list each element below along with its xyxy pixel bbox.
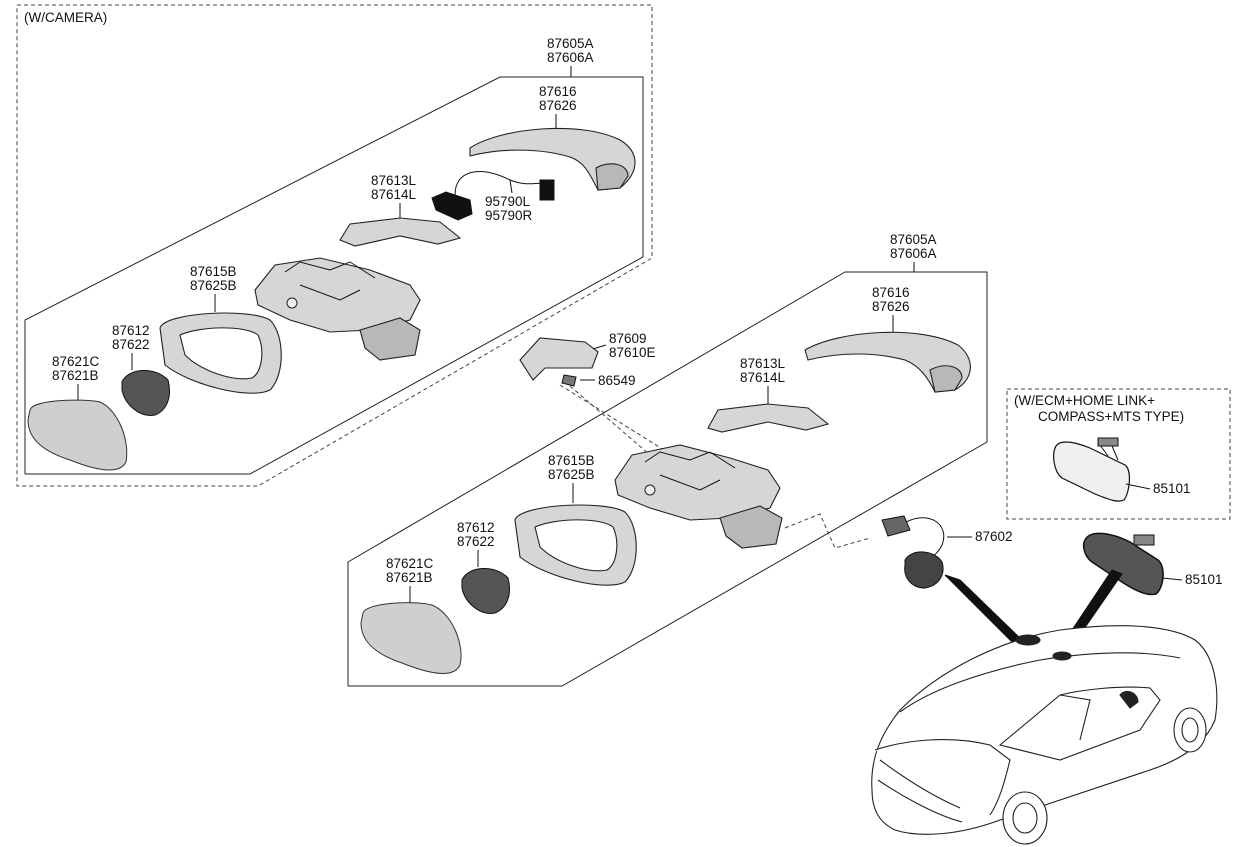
label-std-cover-b: 87626: [872, 299, 910, 314]
inside-mirror: [1082, 532, 1164, 596]
label-std-glass-a: 87621C: [386, 556, 434, 571]
ecm-group-dashed-frame: [1006, 388, 1231, 520]
camera-group-label: (W/CAMERA): [24, 10, 107, 25]
label-repeater-a: 87613L: [371, 173, 417, 188]
std-mirror-bezel: [514, 504, 637, 586]
label-glass-a: 87621C: [52, 354, 100, 369]
label-inside-mirror: 85101: [1185, 572, 1223, 587]
mirror-actuator: [121, 370, 170, 416]
label-camera-b: 95790R: [485, 208, 533, 223]
label-ecm-mirror: 85101: [1153, 481, 1191, 496]
side-repeater: [339, 217, 462, 247]
label-glass-b: 87621B: [52, 368, 99, 383]
std-mirror-glass: [360, 602, 462, 674]
camera-assembly-frame: [24, 76, 644, 475]
mirror-glass: [27, 399, 128, 471]
vehicle-illustration: [871, 625, 1218, 845]
harness-grommet: [904, 551, 944, 589]
ecm-inside-mirror: [1053, 441, 1130, 502]
camera-unit: [431, 191, 473, 221]
mirror-cap: [519, 337, 599, 381]
label-std-bezel-b: 87625B: [548, 467, 595, 482]
label-std-glass-b: 87621B: [386, 570, 433, 585]
label-bezel-b: 87625B: [190, 278, 237, 293]
label-std-cover-a: 87616: [872, 285, 910, 300]
label-std-repeater-a: 87613L: [740, 356, 786, 371]
label-cap-a: 87609: [609, 331, 647, 346]
harness-connector: [881, 515, 911, 537]
label-std-bezel-a: 87615B: [548, 453, 595, 468]
standard-assembly-frame: [347, 271, 988, 687]
ecm-group-label-1: (W/ECM+HOME LINK+: [1014, 393, 1155, 408]
camera-group-dashed-frame: [16, 4, 653, 487]
label-actuator-a: 87612: [112, 323, 150, 338]
label-std-repeater-b: 87614L: [740, 370, 786, 385]
std-mirror-actuator: [461, 568, 510, 614]
label-camera-a: 95790L: [485, 194, 531, 209]
mirror-bezel: [159, 312, 282, 394]
label-std-actuator-a: 87612: [457, 520, 495, 535]
label-housing-b: 87606A: [547, 50, 594, 65]
label-std-housing-b: 87606A: [890, 246, 937, 261]
mirror-housing: [254, 257, 421, 333]
label-actuator-b: 87622: [112, 337, 150, 352]
label-std-housing-a: 87605A: [890, 232, 937, 247]
label-bezel-a: 87615B: [190, 264, 237, 279]
ecm-group-label-2: COMPASS+MTS TYPE): [1038, 409, 1184, 424]
label-screw: 86549: [598, 373, 636, 388]
std-side-repeater: [707, 403, 830, 433]
label-cover-a: 87616: [539, 84, 577, 99]
label-std-actuator-b: 87622: [457, 534, 495, 549]
label-cover-b: 87626: [539, 98, 577, 113]
std-mirror-housing: [614, 444, 781, 521]
label-harness: 87602: [975, 529, 1013, 544]
label-housing-a: 87605A: [547, 36, 594, 51]
label-cap-b: 87610E: [609, 345, 656, 360]
label-repeater-b: 87614L: [371, 187, 417, 202]
screw: [561, 374, 577, 387]
